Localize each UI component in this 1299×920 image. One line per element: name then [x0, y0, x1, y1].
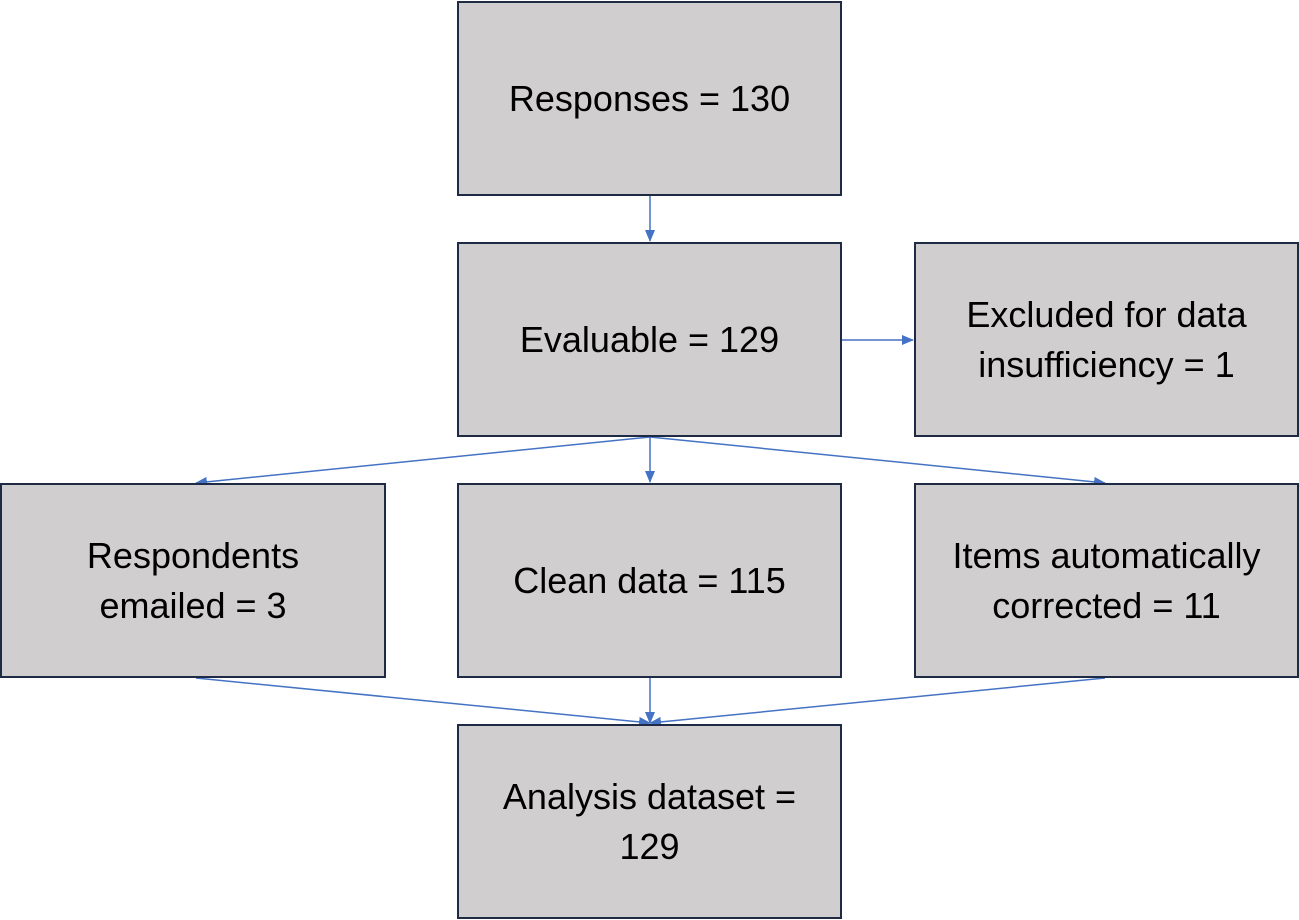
node-clean-data: Clean data = 115: [457, 483, 842, 678]
node-responses: Responses = 130: [457, 1, 842, 196]
arrow-corrected-to-analysis: [649, 677, 1106, 727]
node-items-corrected: Items automatically corrected = 11: [914, 483, 1299, 678]
node-evaluable: Evaluable = 129: [457, 242, 842, 437]
node-respondents-emailed: Respondents emailed = 3: [0, 483, 386, 678]
node-excluded: Excluded for data insufficiency = 1: [914, 242, 1299, 437]
arrow-evaluable-to-emailed: [195, 436, 651, 487]
arrow-emailed-to-analysis: [195, 677, 651, 727]
node-analysis-dataset: Analysis dataset = 129: [457, 724, 842, 919]
arrow-evaluable-to-corrected: [649, 436, 1106, 487]
